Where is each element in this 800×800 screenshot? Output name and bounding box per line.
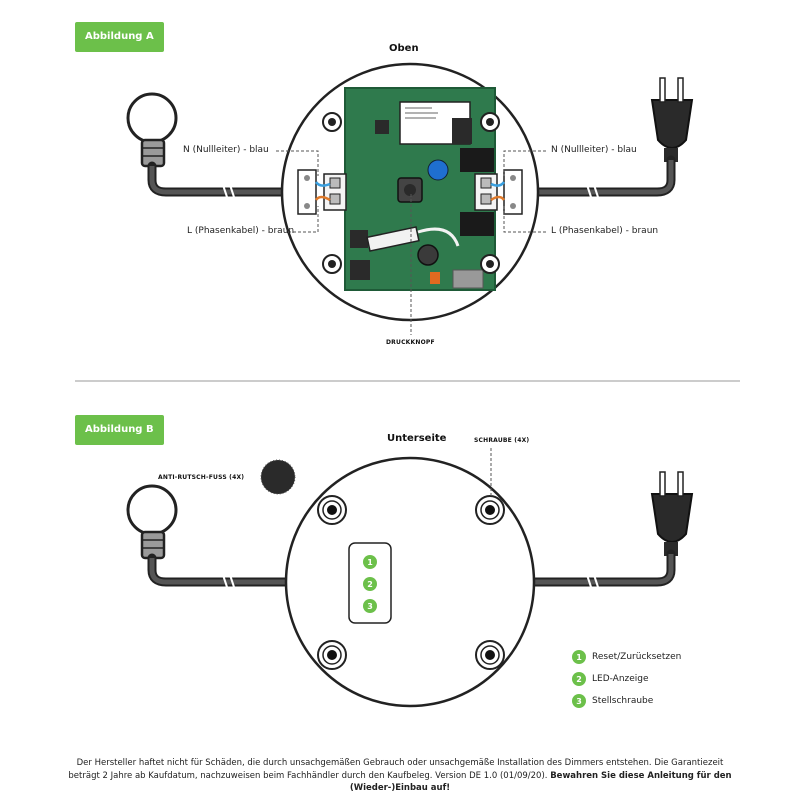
legend-item-adjust-screw: 3 Stellschraube bbox=[572, 694, 653, 708]
figure-b-drawing: 1 2 3 bbox=[126, 448, 694, 708]
svg-text:3: 3 bbox=[367, 602, 373, 611]
figure-a-title: Oben bbox=[389, 43, 419, 54]
legend-item-led: 2 LED-Anzeige bbox=[572, 672, 649, 686]
bulb-icon bbox=[126, 484, 178, 560]
label-phase-right: L (Phasenkabel) - braun bbox=[551, 226, 659, 236]
panel-marker-3: 3 bbox=[363, 599, 377, 613]
legend-number: 3 bbox=[572, 694, 586, 708]
figure-a-drawing bbox=[126, 62, 694, 335]
figure-b-title: Unterseite bbox=[387, 433, 447, 444]
label-neutral-left: N (Nullleiter) - blau bbox=[183, 145, 269, 155]
leader-lines-a bbox=[276, 150, 546, 335]
screw-holes bbox=[317, 495, 505, 670]
legend-text: Stellschraube bbox=[592, 696, 654, 706]
screw-label: SCHRAUBE (4X) bbox=[474, 437, 530, 444]
anti-slip-foot-icon bbox=[261, 460, 295, 494]
cable-left bbox=[147, 161, 305, 197]
legend-number: 1 bbox=[572, 650, 586, 664]
anti-slip-foot-label: ANTI-RUTSCH-FUSS (4X) bbox=[158, 474, 245, 481]
svg-text:1: 1 bbox=[367, 558, 373, 567]
plug-icon bbox=[650, 77, 694, 162]
legend-text: Reset/Zurücksetzen bbox=[592, 652, 682, 662]
footer-bold-note: Bewahren Sie diese Anleitung für den (Wi… bbox=[349, 770, 732, 794]
legend-text: LED-Anzeige bbox=[592, 674, 649, 684]
panel-marker-1: 1 bbox=[363, 555, 377, 569]
footer-text: Der Hersteller haftet nicht für Schäden,… bbox=[68, 758, 724, 781]
legend-item-reset: 1 Reset/Zurücksetzen bbox=[572, 650, 681, 664]
terminal-left bbox=[297, 169, 347, 215]
footer-disclaimer: Der Hersteller haftet nicht für Schäden,… bbox=[60, 757, 740, 795]
panel-marker-2: 2 bbox=[363, 577, 377, 591]
svg-text:2: 2 bbox=[367, 580, 373, 589]
label-phase-left: L (Phasenkabel) - braun bbox=[187, 226, 295, 236]
label-neutral-right: N (Nullleiter) - blau bbox=[551, 145, 637, 155]
push-button-label: DRUCKKNOPF bbox=[386, 339, 435, 346]
plug-icon bbox=[650, 471, 694, 556]
terminal-right bbox=[474, 169, 523, 215]
bulb-icon bbox=[126, 92, 178, 168]
housing-screws bbox=[322, 112, 500, 274]
legend-number: 2 bbox=[572, 672, 586, 686]
figure-b-badge: Abbildung B bbox=[75, 415, 164, 445]
figure-a-badge: Abbildung A bbox=[75, 22, 164, 52]
housing-bottom bbox=[284, 456, 536, 708]
